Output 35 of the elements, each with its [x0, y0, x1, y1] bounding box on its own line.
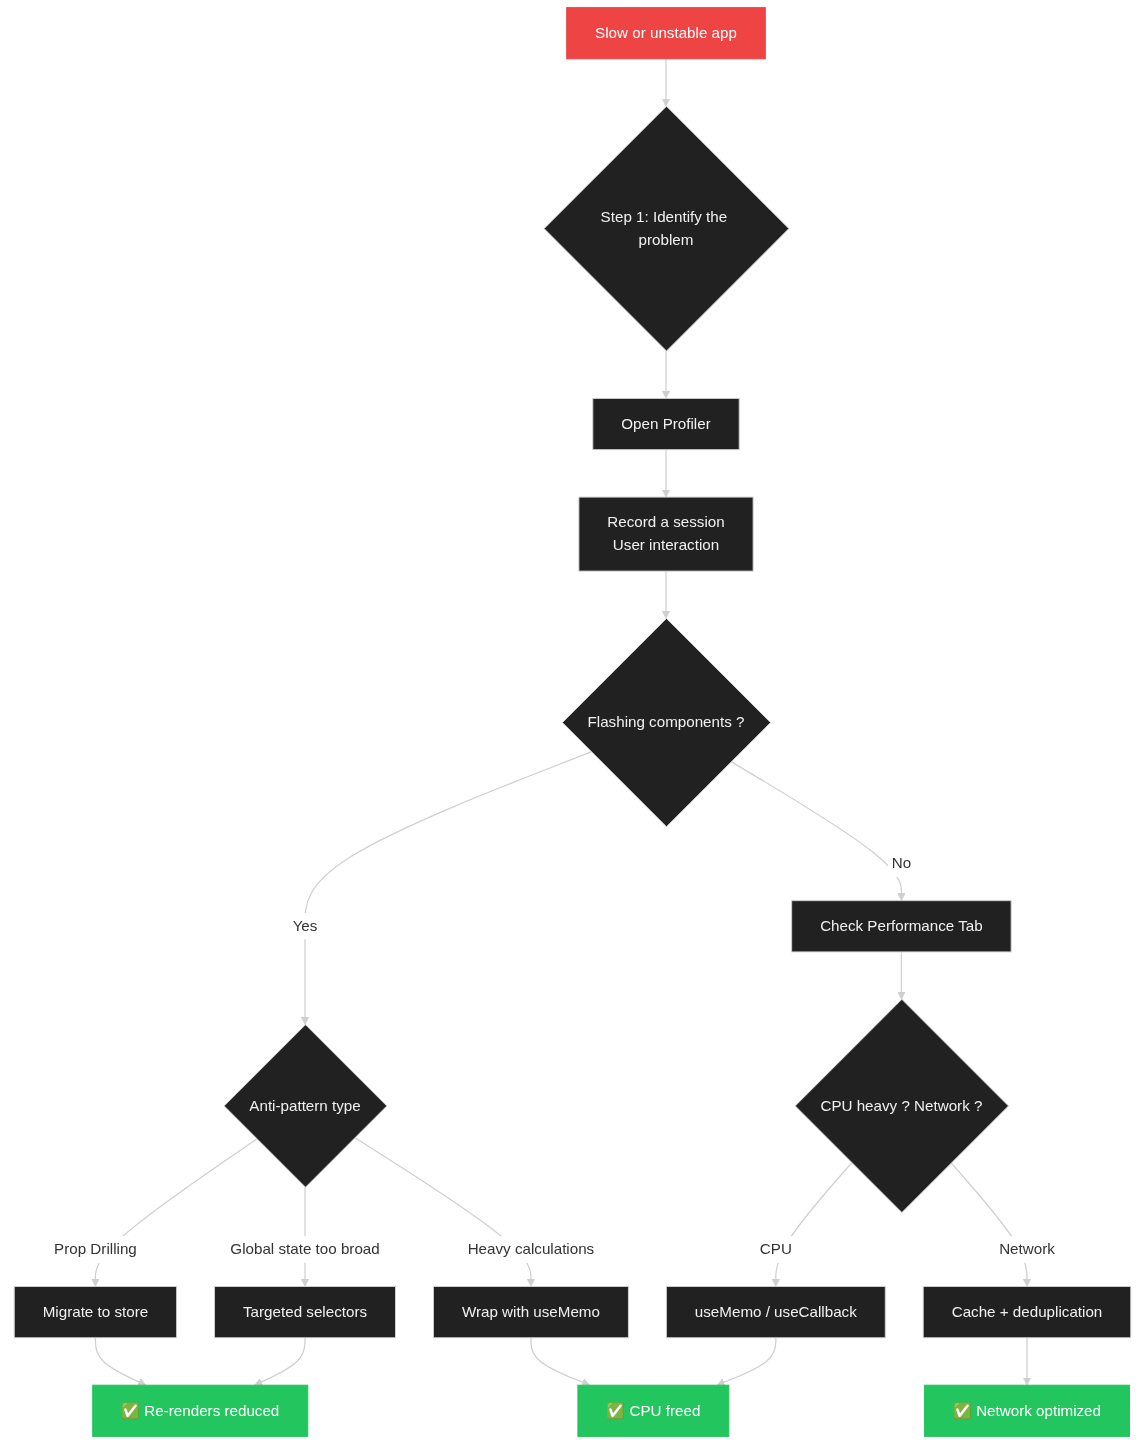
node-diamond: Anti-pattern type [223, 1024, 388, 1188]
arrow [530, 1337, 591, 1387]
edge-label: Heavy calculations [467, 1240, 595, 1258]
node-box: Open Profiler [592, 397, 740, 451]
arrow [661, 449, 671, 498]
arrow [661, 570, 671, 619]
node-box: ✅ Re-renders reduced [92, 1384, 309, 1437]
node-box: Targeted selectors [214, 1286, 396, 1339]
arrow [300, 751, 592, 1025]
edge-label: Prop Drilling [54, 1240, 137, 1258]
arrow [254, 1337, 306, 1386]
node-box: Slow or unstable app [566, 7, 766, 60]
node-box: ✅ CPU freed [577, 1384, 730, 1437]
arrow [897, 951, 906, 1000]
node-box: Migrate to store [13, 1286, 178, 1339]
arrow [730, 761, 906, 902]
node-diamond: Step 1: Identify the problem [543, 105, 790, 352]
node-diamond: Flashing components ? [561, 618, 772, 828]
node-box: Record a session User interaction [578, 496, 754, 572]
arrow [661, 58, 671, 107]
edge-label: Global state too broad [230, 1240, 380, 1258]
node-box: Wrap with useMemo [432, 1286, 629, 1339]
node-diamond: CPU heavy ? Network ? [794, 998, 1009, 1213]
node-box: useMemo / useCallback [665, 1286, 886, 1339]
arrow [94, 1337, 147, 1386]
arrow [661, 350, 671, 399]
edge-label: No [891, 855, 912, 872]
edge-label: Network [999, 1240, 1055, 1258]
node-box: Cache + deduplication [922, 1286, 1132, 1339]
node-box: ✅ Network optimized [924, 1384, 1130, 1437]
arrow [1022, 1337, 1032, 1386]
arrow [716, 1337, 777, 1387]
node-box: Check Performance Tab [791, 900, 1012, 953]
edge-label: CPU [759, 1240, 792, 1258]
edge-label: Yes [292, 917, 318, 934]
